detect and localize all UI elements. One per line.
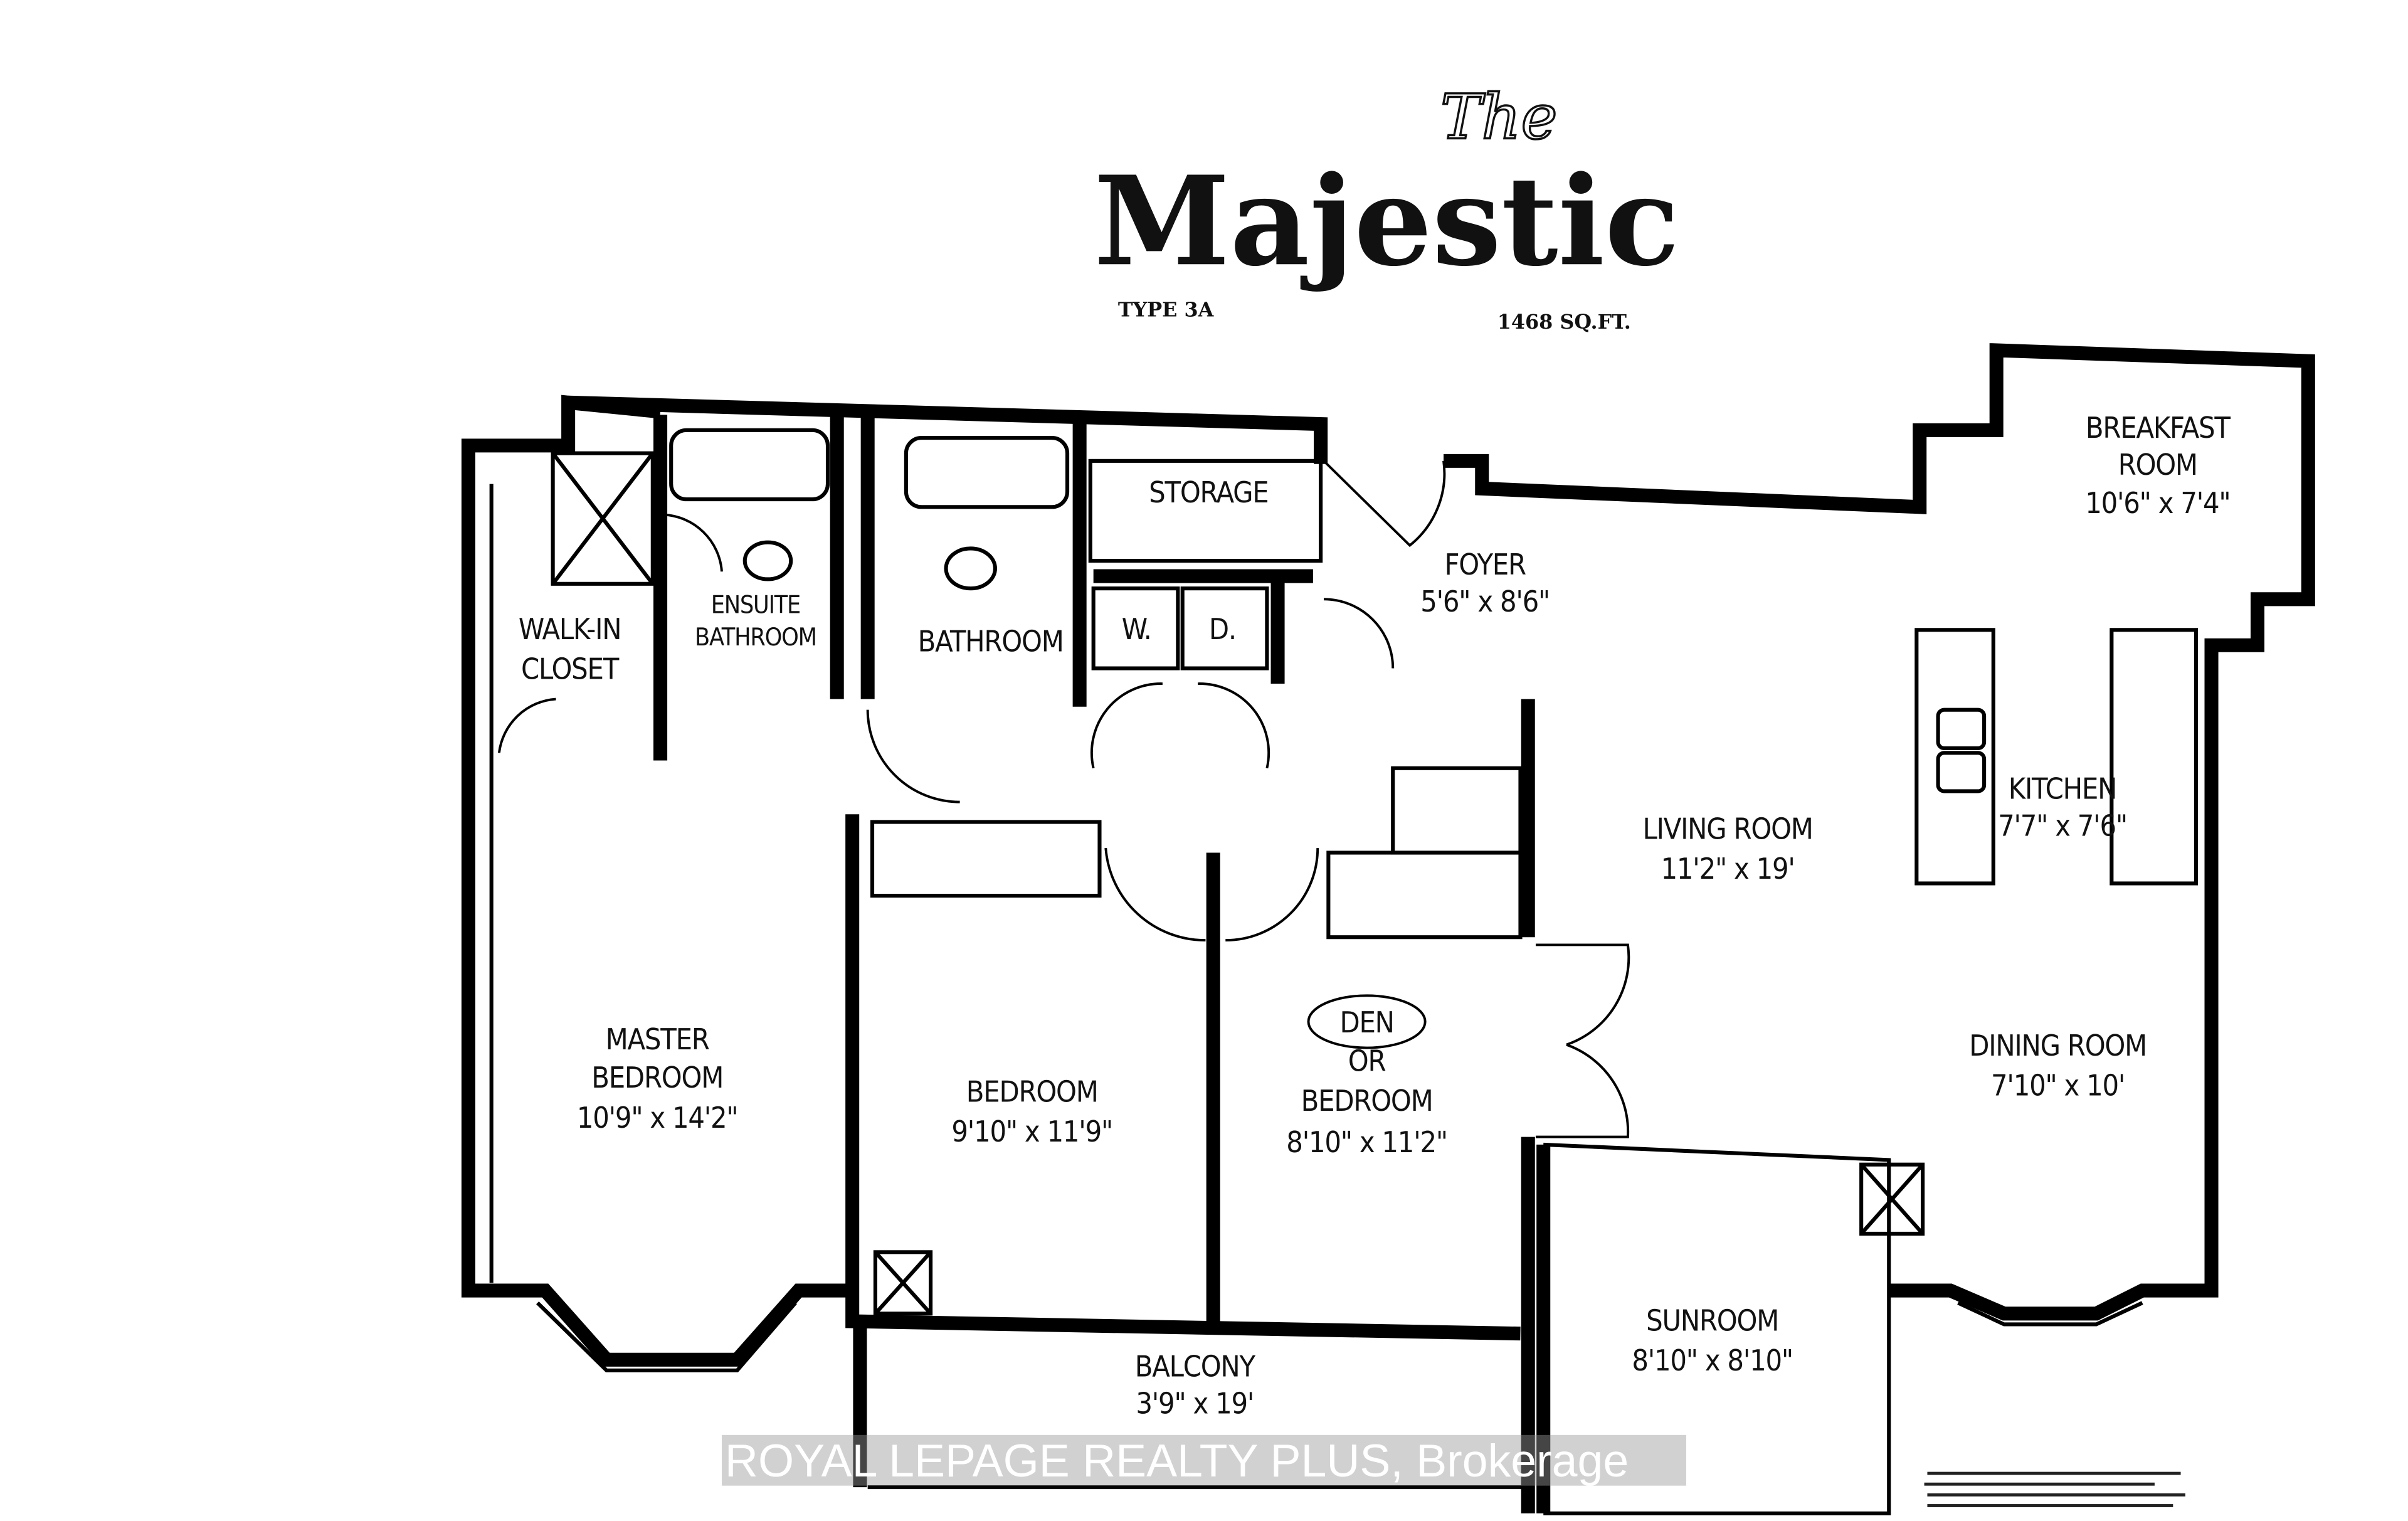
room-label-den: DEN OR BEDROOM 8'10" x 11'2" — [1286, 994, 1448, 1159]
room-label-breakfast: BREAKFAST ROOM 10'6" x 7'4" — [2085, 411, 2231, 520]
room-label-kitchen: KITCHEN 7'7" x 7'6" — [1998, 772, 2128, 843]
room-size: 8'10" x 11'2" — [1286, 1125, 1447, 1159]
room-name: MASTER — [606, 1022, 709, 1056]
room-label-bedroom: BEDROOM 9'10" x 11'9" — [951, 1074, 1113, 1148]
door-swings — [497, 460, 1630, 1138]
dryer-label: D. — [1209, 612, 1236, 646]
unit-area: 1468 SQ.FT. — [1497, 310, 1631, 334]
room-name: FOYER — [1444, 548, 1526, 581]
room-size: 8'10" x 8'10" — [1632, 1343, 1793, 1377]
room-name: ROOM — [2118, 448, 2197, 482]
room-name: BREAKFAST — [2086, 411, 2231, 445]
room-name: BEDROOM — [966, 1074, 1098, 1108]
room-name: ENSUITE — [711, 591, 800, 619]
room-name: DEN — [1339, 1005, 1393, 1039]
fine-print — [1924, 1471, 2185, 1507]
room-size: 10'6" x 7'4" — [2085, 486, 2230, 520]
room-name: OR — [1348, 1044, 1386, 1078]
room-size: 3'9" x 19' — [1136, 1387, 1254, 1421]
plan-title: Majestic — [1094, 149, 1680, 294]
room-size: 5'6" x 8'6" — [1420, 585, 1550, 618]
room-name: BALCONY — [1135, 1350, 1256, 1384]
room-name: WALK-IN — [519, 612, 621, 646]
room-label-living: LIVING ROOM 11'2" x 19' — [1643, 812, 1814, 886]
room-label-ensuite: ENSUITE BATHROOM — [695, 591, 817, 652]
room-label-bathroom: BATHROOM — [918, 625, 1064, 659]
room-name: BEDROOM — [591, 1061, 723, 1094]
exterior-walls — [461, 343, 2315, 1515]
room-label-dining: DINING ROOM 7'10" x 10' — [1969, 1029, 2147, 1103]
room-name: DINING ROOM — [1969, 1029, 2147, 1063]
room-name: LIVING ROOM — [1643, 812, 1813, 845]
room-label-walkin-closet: WALK-IN CLOSET — [519, 612, 622, 686]
room-name: KITCHEN — [2009, 772, 2116, 806]
room-size: 7'10" x 10' — [1991, 1068, 2125, 1102]
washer-label: W. — [1122, 612, 1151, 646]
title-block: The Majestic TYPE 3A 1468 SQ.FT. — [1094, 81, 1680, 334]
room-name: BEDROOM — [1301, 1084, 1433, 1118]
interior-walls — [551, 415, 2199, 1513]
watermark-text: ROYAL LEPAGE REALTY PLUS, Brokerage — [725, 1434, 1629, 1487]
room-label-foyer: FOYER 5'6" x 8'6" — [1420, 548, 1550, 618]
room-label-storage: STORAGE — [1149, 475, 1268, 509]
title-the: The — [1440, 82, 1557, 153]
room-size: 9'10" x 11'9" — [951, 1115, 1112, 1148]
room-name: SUNROOM — [1646, 1303, 1778, 1337]
room-name: CLOSET — [521, 652, 620, 686]
room-label-master: MASTER BEDROOM 10'9" x 14'2" — [577, 1022, 739, 1135]
room-size: 10'9" x 14'2" — [577, 1101, 738, 1135]
room-name: BATHROOM — [695, 623, 816, 652]
room-label-sunroom: SUNROOM 8'10" x 8'10" — [1632, 1303, 1793, 1377]
room-size: 7'7" x 7'6" — [1998, 809, 2127, 843]
room-size: 11'2" x 19' — [1661, 852, 1795, 886]
unit-type: TYPE 3A — [1118, 298, 1215, 322]
watermark: ROYAL LEPAGE REALTY PLUS, Brokerage — [722, 1434, 1686, 1487]
room-label-balcony: BALCONY 3'9" x 19' — [1135, 1350, 1257, 1421]
